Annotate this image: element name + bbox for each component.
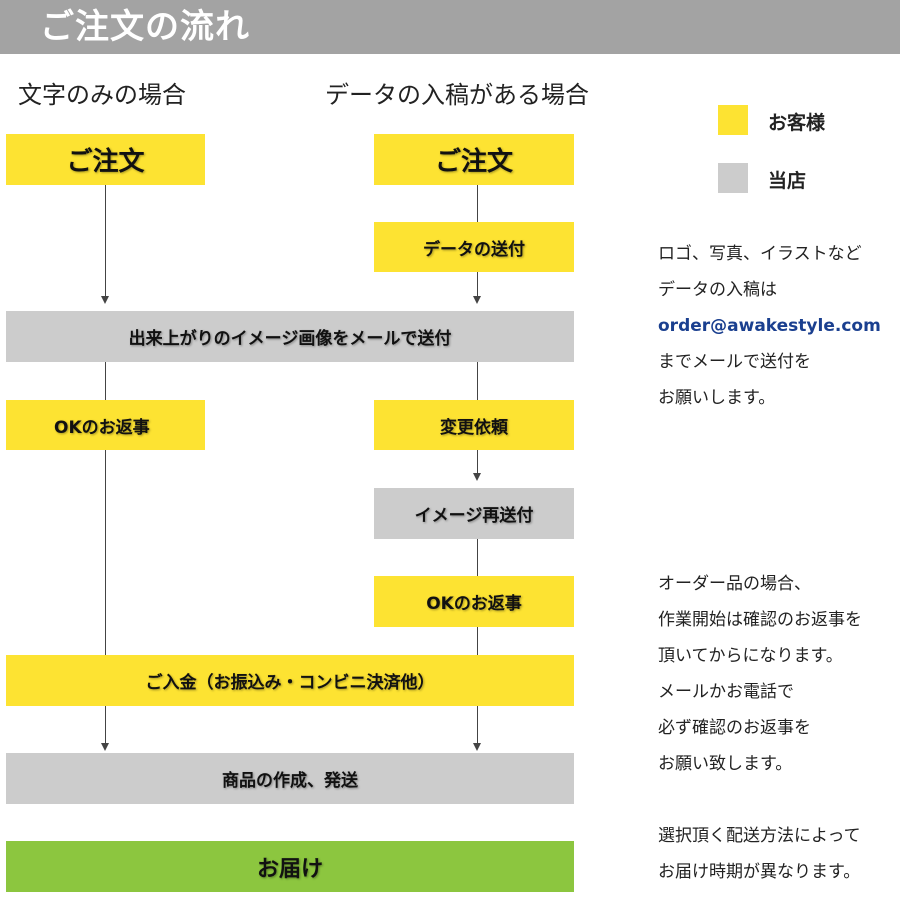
note-line: メールかお電話で: [658, 682, 794, 702]
note-line: ロゴ、写真、イラストなど: [658, 244, 862, 264]
note-line: お願いします。: [658, 388, 776, 408]
legend-label-customer: お客様: [768, 112, 826, 134]
connector-line: [477, 185, 478, 222]
step-ok-reply-text-only: OKのお返事: [6, 400, 205, 450]
step-delivery: お届け: [6, 841, 574, 892]
connector-line: [477, 362, 478, 400]
connector-line: [477, 272, 478, 297]
arrow-down-icon: [473, 743, 481, 751]
connector-line: [105, 185, 106, 297]
note-line: 選択頂く配送方法によって: [658, 826, 861, 846]
legend-swatch-shop: [718, 163, 748, 193]
column-heading-text-only: 文字のみの場合: [18, 81, 186, 109]
page-title: ご注文の流れ: [40, 7, 250, 47]
note-line: 頂いてからになります。: [658, 646, 843, 666]
step-resend-image: イメージ再送付: [374, 488, 574, 539]
header-bar: ご注文の流れ: [0, 0, 900, 54]
note-custom-order: オーダー品の場合、 作業開始は確認のお返事を 頂いてからになります。 メールかお…: [658, 566, 862, 782]
legend-swatch-customer: [718, 105, 748, 135]
note-line: オーダー品の場合、: [658, 574, 811, 594]
arrow-down-icon: [473, 473, 481, 481]
legend-label-shop: 当店: [768, 170, 807, 192]
note-data-submission: ロゴ、写真、イラストなど データの入稿は order@awakestyle.co…: [658, 236, 881, 416]
arrow-down-icon: [101, 743, 109, 751]
column-heading-with-data: データの入稿がある場合: [325, 81, 589, 109]
note-line: 作業開始は確認のお返事を: [658, 610, 862, 630]
note-shipping: 選択頂く配送方法によって お届け時期が異なります。: [658, 818, 861, 890]
step-payment: ご入金（お振込み・コンビニ決済他）: [6, 655, 574, 706]
step-send-data: データの送付: [374, 222, 574, 272]
arrow-down-icon: [101, 296, 109, 304]
step-change-request: 変更依頼: [374, 400, 574, 450]
step-send-preview-image: 出来上がりのイメージ画像をメールで送付: [6, 311, 574, 362]
connector-line: [477, 539, 478, 576]
step-order-text-only: ご注文: [6, 134, 205, 185]
connector-line: [105, 450, 106, 655]
connector-line: [477, 450, 478, 474]
step-order-with-data: ご注文: [374, 134, 574, 185]
note-line: までメールで送付を: [658, 352, 811, 372]
step-ok-reply-with-data: OKのお返事: [374, 576, 574, 627]
connector-line: [105, 706, 106, 744]
step-production-shipping: 商品の作成、発送: [6, 753, 574, 804]
note-line: お届け時期が異なります。: [658, 862, 861, 882]
connector-line: [477, 706, 478, 744]
connector-line: [477, 627, 478, 655]
arrow-down-icon: [473, 296, 481, 304]
note-line: データの入稿は: [658, 280, 777, 300]
note-line: 必ず確認のお返事を: [658, 718, 811, 738]
note-line: お願い致します。: [658, 754, 793, 774]
email-link[interactable]: order@awakestyle.com: [658, 316, 881, 336]
connector-line: [105, 362, 106, 400]
